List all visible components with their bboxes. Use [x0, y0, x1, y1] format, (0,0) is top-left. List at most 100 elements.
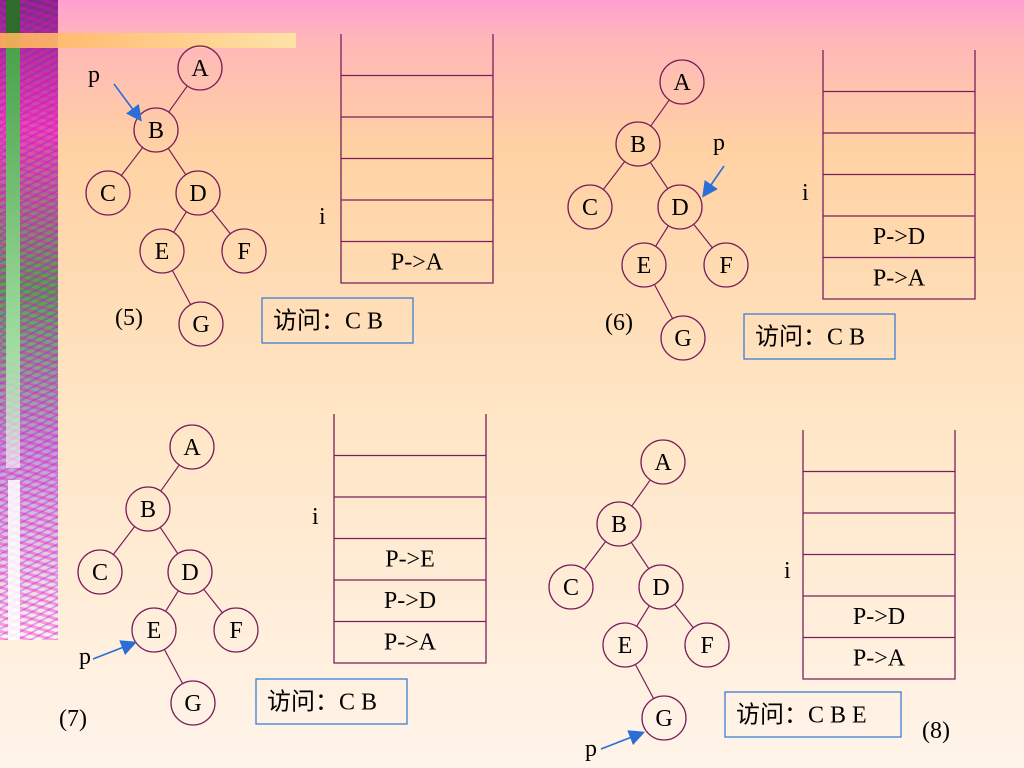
tree-edge-D-E — [165, 590, 179, 612]
visit-sequence: 访问：C B — [267, 689, 377, 716]
tree-node-label-C: C — [100, 181, 116, 207]
stack-cell: P->A — [853, 645, 906, 671]
tree-edge-A-B — [631, 479, 651, 507]
tree-node-label-A: A — [183, 435, 201, 461]
stack-cell: P->D — [384, 588, 436, 614]
tree-node-label-A: A — [673, 70, 691, 96]
tree-node-label-C: C — [582, 195, 598, 221]
visit-box — [255, 678, 408, 725]
panel-caption: (5) — [115, 305, 143, 331]
stack-top-index-label: i — [312, 504, 319, 530]
tree-node-label-C: C — [563, 575, 579, 601]
tree-node-label-G: G — [184, 691, 201, 717]
tree-edge-D-F — [693, 223, 713, 249]
tree-node-label-E: E — [637, 253, 652, 279]
tree-edge-E-G — [163, 649, 184, 684]
tree-node-G — [660, 315, 706, 361]
stack-cell: P->E — [385, 546, 435, 572]
tree-node-F — [213, 607, 259, 653]
tree-node-label-D: D — [181, 560, 198, 586]
tree-edge-D-F — [203, 588, 223, 614]
tree-node-label-C: C — [92, 560, 108, 586]
tree-node-label-A: A — [654, 450, 672, 476]
tree-node-C — [77, 549, 123, 595]
pointer-label: p — [79, 644, 91, 670]
tree-node-label-D: D — [652, 575, 669, 601]
tree-node-label-G: G — [192, 312, 209, 338]
visit-sequence: 访问：C B — [755, 324, 865, 351]
tree-node-C — [548, 564, 594, 610]
tree-node-label-E: E — [155, 239, 170, 265]
tree-node-label-F: F — [700, 633, 713, 659]
decorative-bar-white — [8, 480, 20, 640]
stack-cell: P->A — [391, 249, 444, 275]
tree-edge-B-C — [120, 147, 144, 176]
tree-edge-D-F — [211, 209, 231, 235]
tree-node-label-D: D — [671, 195, 688, 221]
pointer-label: p — [585, 736, 597, 762]
tree-node-F — [684, 622, 730, 668]
tree-node-label-E: E — [147, 618, 162, 644]
tree-edge-B-D — [630, 541, 650, 570]
stack-top-index-label: i — [802, 180, 809, 206]
tree-node-F — [703, 242, 749, 288]
tree-node-E — [131, 607, 177, 653]
tree-node-C — [85, 170, 131, 216]
tree-node-label-B: B — [630, 132, 646, 158]
tree-node-E — [621, 242, 667, 288]
visit-box — [261, 297, 414, 344]
pointer-label: p — [88, 62, 100, 88]
tree-edge-A-B — [650, 99, 670, 127]
tree-edge-D-F — [674, 603, 694, 629]
tree-edge-D-E — [655, 225, 669, 247]
tree-edge-B-C — [583, 541, 607, 570]
tree-edge-B-D — [159, 526, 179, 555]
tree-node-A — [177, 45, 223, 91]
tree-edge-B-C — [602, 161, 626, 190]
visit-sequence: 访问：C B E — [736, 702, 867, 729]
tree-node-label-B: B — [148, 118, 164, 144]
tree-edge-B-D — [167, 147, 187, 176]
stack-cell: P->D — [853, 604, 905, 630]
tree-node-E — [139, 228, 185, 274]
panel-caption: (7) — [59, 706, 87, 732]
tree-node-label-D: D — [189, 181, 206, 207]
decorative-bar-green — [6, 48, 20, 468]
tree-edge-B-D — [649, 161, 669, 190]
pointer-arrow-icon — [600, 730, 645, 750]
decorative-top-band — [0, 33, 296, 48]
tree-node-label-E: E — [618, 633, 633, 659]
visit-box — [724, 691, 902, 738]
panel-caption: (6) — [605, 310, 633, 336]
tree-node-G — [178, 301, 224, 347]
tree-node-label-F: F — [237, 239, 250, 265]
tree-node-B — [133, 107, 179, 153]
tree-edge-E-G — [634, 664, 655, 699]
tree-node-G — [170, 680, 216, 726]
tree-edge-E-G — [653, 284, 674, 319]
panel-7: A B C D E F G P->E P->D P->A i (7) 访问：C B p — [59, 414, 487, 732]
tree-edge-E-G — [171, 270, 192, 305]
tree-node-label-B: B — [140, 497, 156, 523]
tree-edge-B-C — [112, 526, 136, 555]
visit-box — [743, 313, 896, 360]
tree-node-G — [641, 695, 687, 741]
tree-node-D — [167, 549, 213, 595]
stack-top-index-label: i — [784, 558, 791, 584]
tree-node-label-A: A — [191, 56, 209, 82]
tree-node-B — [596, 501, 642, 547]
stack-cell: P->A — [873, 265, 926, 291]
tree-node-label-F: F — [229, 618, 242, 644]
stack-cell: P->A — [384, 629, 437, 655]
panel-caption: (8) — [922, 718, 950, 744]
tree-node-D — [175, 170, 221, 216]
tree-node-label-G: G — [674, 326, 691, 352]
visit-sequence: 访问：C B — [273, 308, 383, 335]
stack-cell: P->D — [873, 224, 925, 250]
tree-node-C — [567, 184, 613, 230]
tree-edge-D-E — [636, 605, 650, 627]
pointer-label: p — [713, 130, 725, 156]
